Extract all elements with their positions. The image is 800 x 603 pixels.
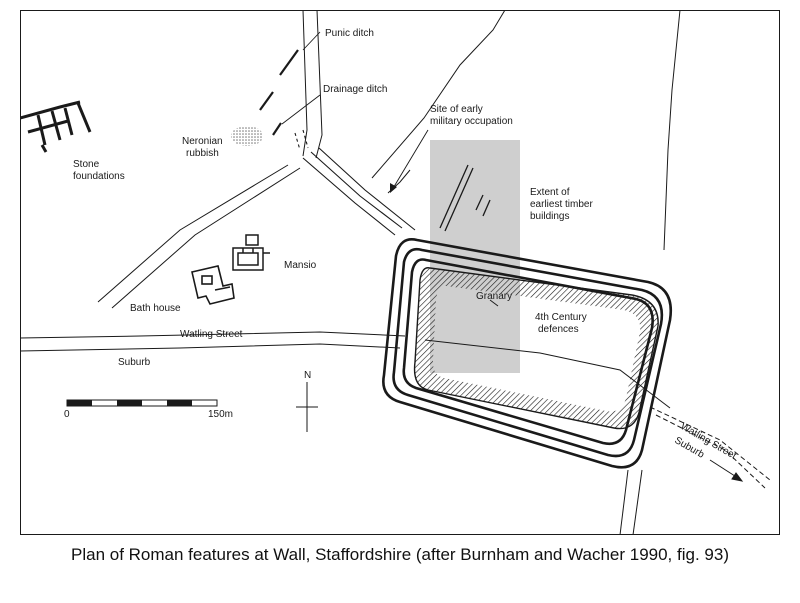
- site-plan-map: N 0 150m Punic ditch Drainage ditch Site…: [20, 10, 780, 535]
- label-extent-timber-3: buildings: [530, 211, 569, 222]
- label-neronian-2: rubbish: [186, 148, 219, 159]
- boundary-south-2: [632, 469, 643, 535]
- drainage-ditch-leader: [281, 94, 321, 125]
- road-diagonal-west: [97, 164, 289, 303]
- timber-linear-features: [439, 164, 491, 232]
- figure-caption: Plan of Roman features at Wall, Stafford…: [71, 545, 729, 564]
- label-extent-timber-2: earliest timber: [530, 199, 593, 210]
- drainage-ditch: [294, 129, 416, 236]
- defences-hatched-band: [414, 267, 659, 429]
- road-north-west-edge: [302, 10, 308, 157]
- north-label: N: [304, 370, 311, 381]
- punic-ditch-leader: [302, 31, 321, 51]
- granary-leader: [489, 299, 499, 307]
- north-arrow: [296, 382, 318, 432]
- stone-foundations-plan: [20, 100, 92, 153]
- suburb-southeast-arrow: [709, 459, 744, 482]
- scale-bar-start-label: 0: [64, 409, 70, 420]
- leader-lines: [281, 31, 499, 307]
- road-north-east-edge: [315, 10, 323, 159]
- neronian-rubbish-stipple: [231, 126, 263, 146]
- label-bath-house: Bath house: [130, 303, 181, 314]
- scale-bar-end-label: 150m: [208, 409, 233, 420]
- track-northeast-1: [371, 10, 506, 179]
- watling-street-south-edge: [20, 343, 401, 352]
- scale-bar: [66, 399, 218, 407]
- rampart-inner: [413, 267, 659, 430]
- road-diagonal-east: [111, 167, 301, 309]
- watling-street-southeast: [649, 406, 771, 489]
- punic-ditch: [259, 49, 299, 136]
- label-site-early-military-2: military occupation: [430, 116, 513, 127]
- rampart-third: [402, 258, 654, 445]
- label-drainage-ditch: Drainage ditch: [323, 84, 387, 95]
- boundary-right-north: [663, 10, 681, 251]
- label-site-early-military-1: Site of early: [430, 104, 483, 115]
- label-mansio: Mansio: [284, 260, 317, 271]
- rampart-outer: [382, 238, 673, 469]
- map-frame: N 0 150m Punic ditch Drainage ditch Site…: [20, 10, 780, 535]
- label-neronian-1: Neronian: [182, 136, 223, 147]
- label-fourth-century-1: 4th Century: [535, 312, 587, 323]
- label-watling-street: Watling Street: [180, 329, 243, 340]
- label-stone-foundations-2: foundations: [73, 171, 125, 182]
- fourth-century-defences: [382, 238, 673, 469]
- bath-house-plan: [191, 265, 235, 305]
- watling-street-north-edge: [20, 331, 406, 339]
- site-military-arrowhead: [390, 183, 397, 193]
- mansio-plan: [232, 234, 270, 271]
- label-fourth-century-2: defences: [538, 324, 579, 335]
- label-suburb: Suburb: [118, 357, 151, 368]
- map-border: [20, 10, 780, 535]
- rampart-second: [392, 247, 664, 458]
- label-granary: Granary: [476, 291, 512, 302]
- site-military-leader: [391, 129, 429, 191]
- boundary-south: [619, 469, 629, 535]
- label-punic-ditch: Punic ditch: [325, 28, 374, 39]
- label-extent-timber-1: Extent of: [530, 187, 570, 198]
- label-stone-foundations-1: Stone: [73, 159, 100, 170]
